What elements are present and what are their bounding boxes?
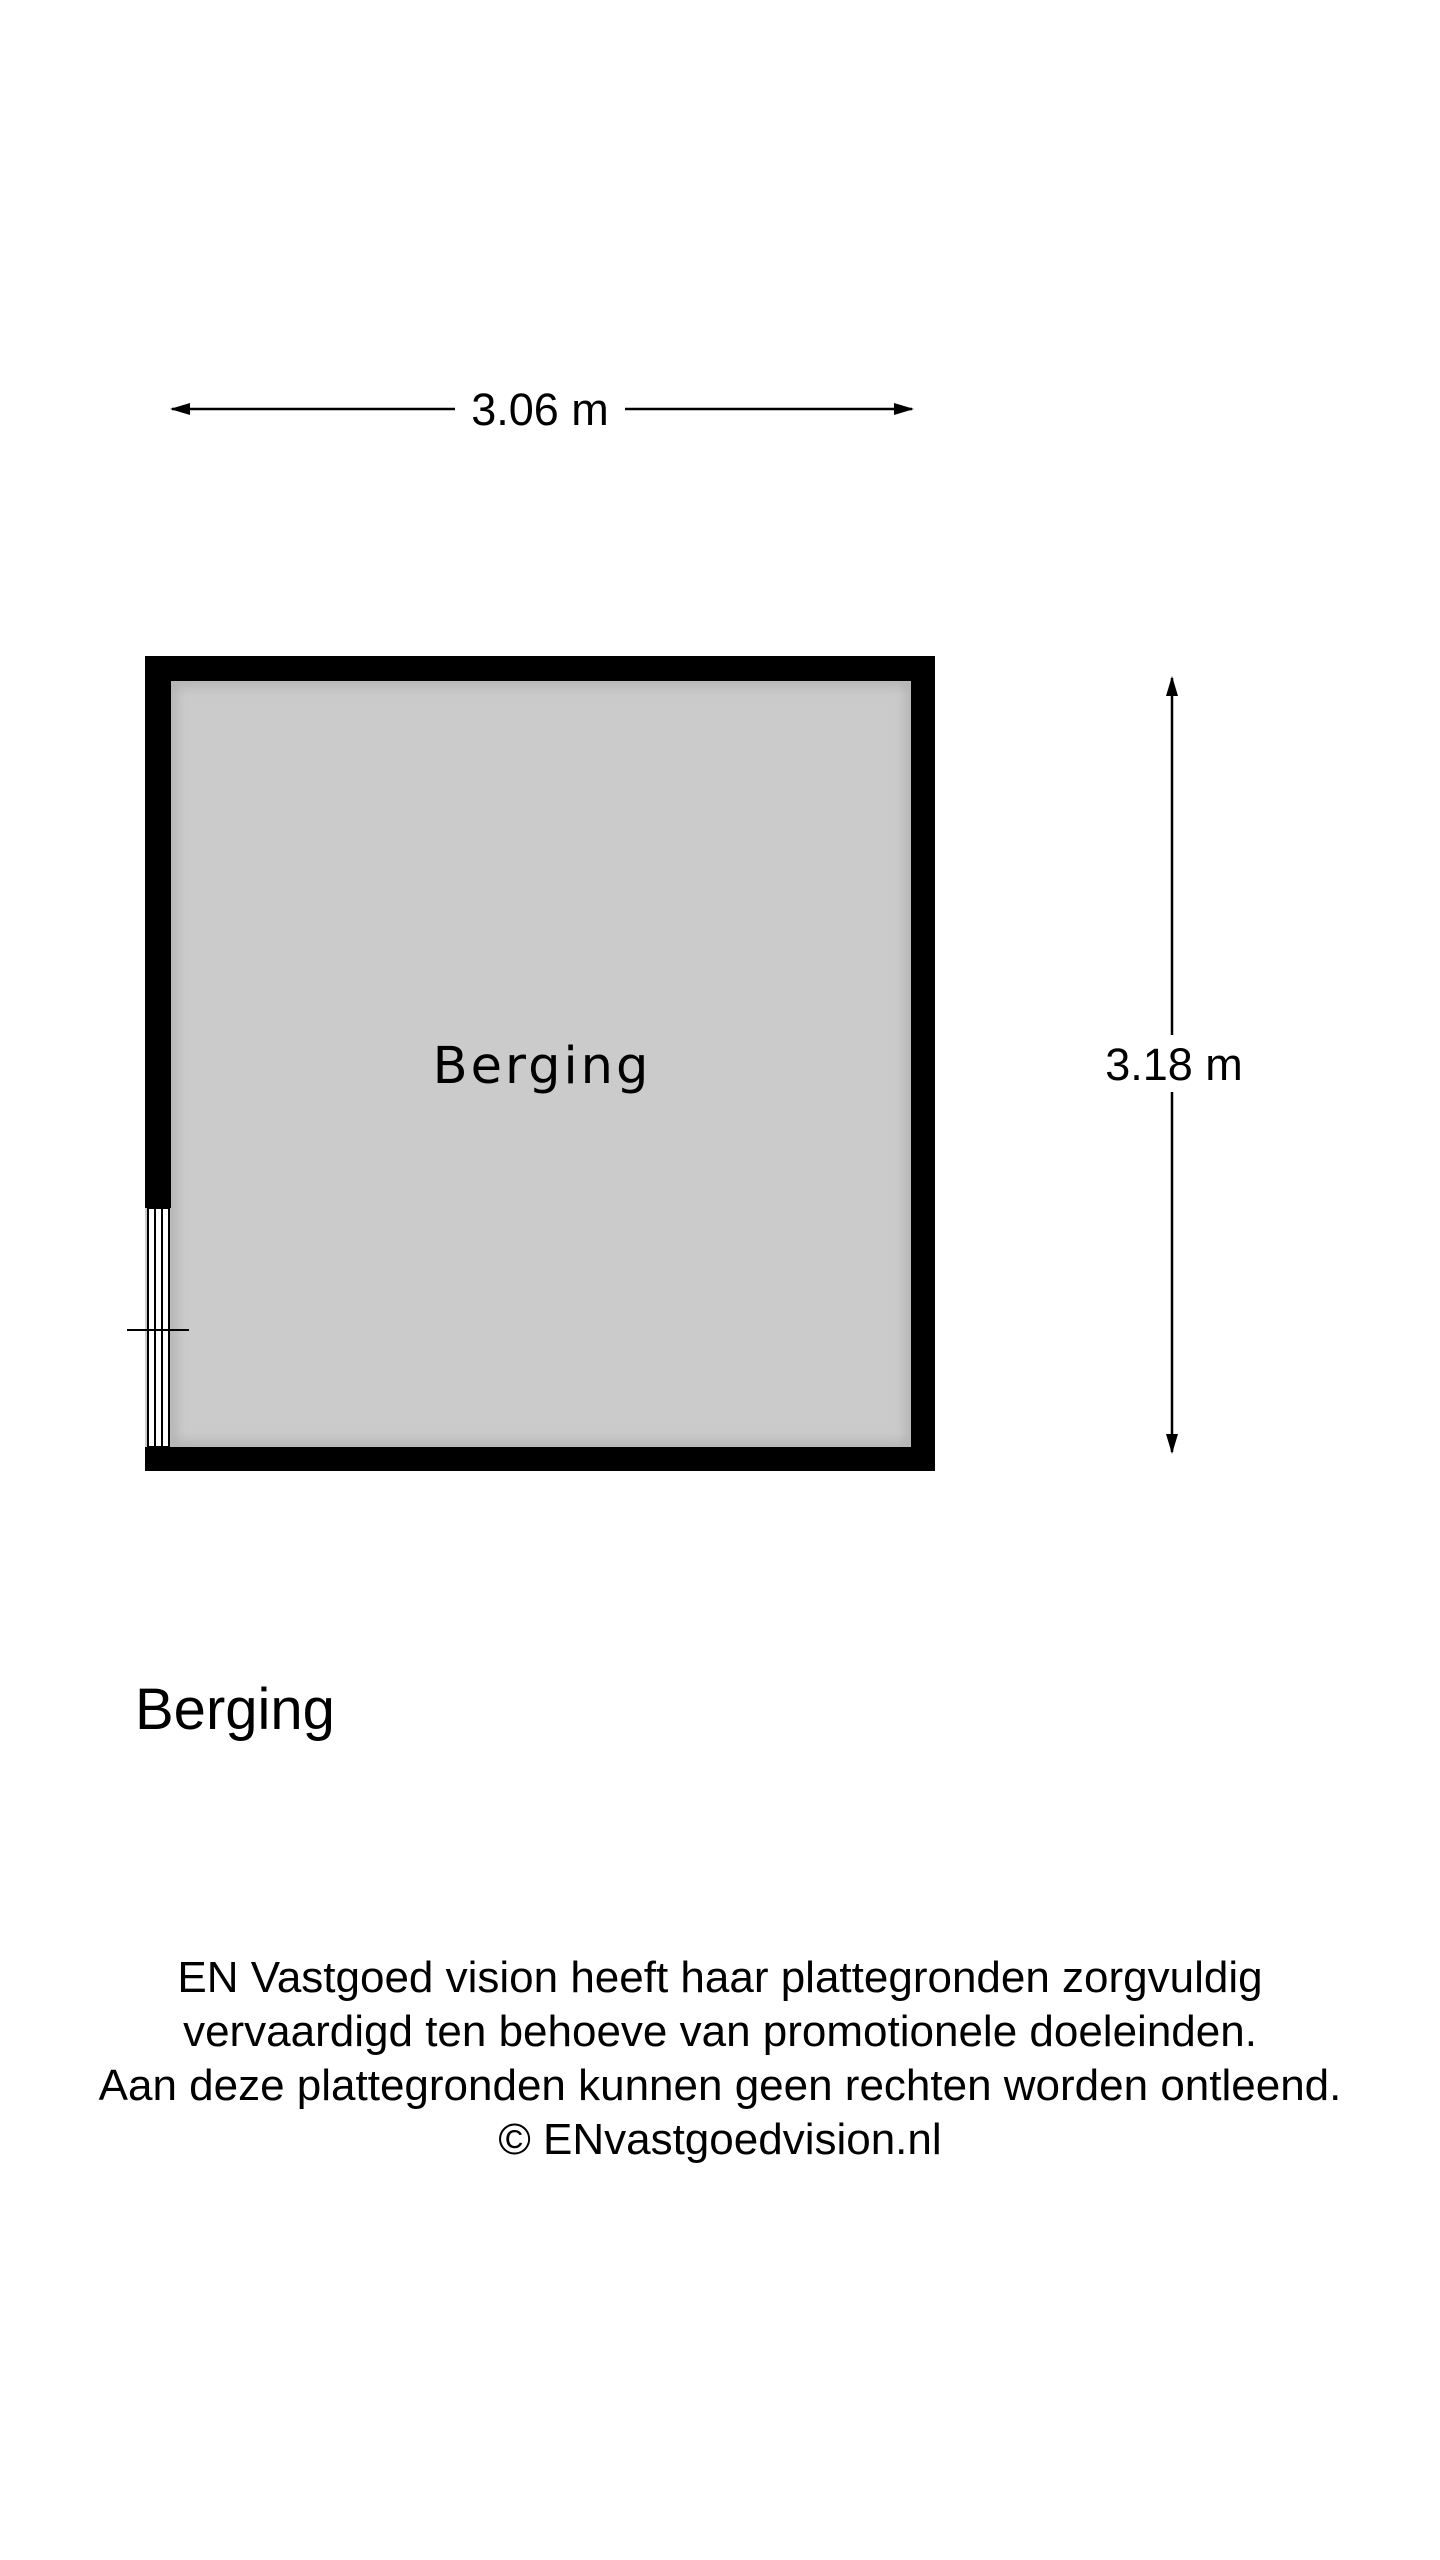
disclaimer-line: vervaardigd ten behoeve van promotionele…: [183, 2007, 1257, 2056]
depth-dimension-label: 3.18 m: [1105, 1039, 1243, 1090]
disclaimer-line: Aan deze plattegronden kunnen geen recht…: [98, 2061, 1342, 2110]
depth-dimension: 3.18 m: [1105, 676, 1243, 1454]
room-berging: Berging: [127, 656, 935, 1471]
width-dimension-label: 3.06 m: [471, 384, 609, 435]
width-dimension: 3.06 m: [170, 384, 914, 435]
wall-bottom: [145, 1447, 935, 1471]
room-floor: [145, 656, 935, 1471]
wall-right: [911, 656, 935, 1471]
window: [127, 1207, 189, 1448]
window-frame: [147, 1207, 170, 1448]
disclaimer: EN Vastgoed vision heeft haar plattegron…: [0, 1951, 1440, 2167]
wall-top: [145, 656, 935, 681]
wall-left: [145, 656, 171, 1208]
room-label: Berging: [433, 1037, 652, 1096]
floor-caption: Berging: [135, 1677, 335, 1742]
disclaimer-line: EN Vastgoed vision heeft haar plattegron…: [177, 1953, 1263, 2002]
copyright-line: © ENvastgoedvision.nl: [498, 2115, 942, 2164]
